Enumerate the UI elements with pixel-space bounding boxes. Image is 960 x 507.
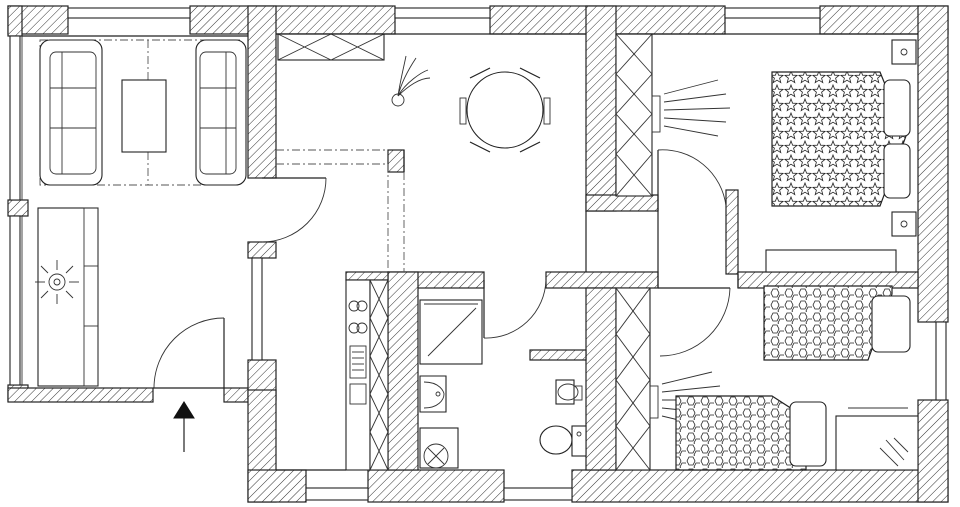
coffee-table: [121, 79, 167, 153]
potted-plant: [391, 55, 431, 107]
tv-cabinet: [37, 207, 99, 387]
wall-bottom-living-right: [223, 387, 251, 403]
shower: [419, 299, 483, 365]
wardrobe-small: [615, 287, 651, 471]
doors: [153, 149, 731, 389]
wall-right-upper: [917, 5, 949, 323]
wall-bottom-2: [367, 469, 505, 503]
wall-living-hall-upper: [247, 5, 277, 179]
wall-bottom-1: [247, 469, 307, 503]
double-bed: [771, 71, 911, 207]
nightstand: [891, 39, 917, 237]
kitchen-tall-cabinet: [369, 279, 389, 471]
wall-living-hall-mid: [247, 241, 277, 259]
washbasin: [419, 375, 447, 413]
wall-right-lower: [917, 399, 949, 503]
entrance-arrow: [173, 401, 195, 452]
living-door-swing: [261, 177, 327, 243]
desk: [835, 407, 919, 471]
wall-left-top: [7, 5, 23, 37]
ceiling-lines: [39, 39, 405, 272]
window-bottom-bath: [503, 487, 573, 501]
room-outlines: [22, 33, 918, 471]
windows: [9, 7, 947, 501]
bidet: [555, 379, 583, 405]
kitchen-sink: [349, 345, 367, 379]
hall-cabinet: [277, 33, 385, 61]
bathroom: [419, 299, 587, 469]
bedroom2-door-swing: [659, 287, 731, 357]
childrens-bedroom: [615, 285, 919, 471]
wall-top-mid: [189, 5, 396, 35]
ceiling-lamp-bedroom: [651, 79, 731, 137]
wall-kitchen-bath: [387, 271, 419, 471]
window-left-lower: [9, 215, 21, 386]
wall-bottom-3: [571, 469, 949, 503]
window-top-dining: [394, 7, 491, 19]
kitchen: [345, 279, 389, 471]
window-bottom-kitchen: [305, 487, 369, 501]
ceiling-lamp: [35, 260, 79, 304]
walls: [7, 5, 949, 503]
window-left-upper: [9, 35, 21, 201]
toilet: [539, 425, 587, 457]
wall-bath-bedroom: [585, 287, 617, 471]
stove: [348, 300, 368, 334]
bedroom-dresser: [765, 249, 897, 273]
single-bed-top: [763, 285, 911, 361]
wall-bedroom-door-jamb: [725, 189, 739, 275]
wall-bedroom-bottom-left: [585, 194, 659, 212]
sofa-left: [39, 39, 103, 186]
sofa-right: [195, 39, 247, 186]
bath-door-swing: [483, 279, 547, 339]
dining-area: [277, 33, 551, 153]
window-top-living: [67, 7, 191, 19]
wall-bottom-living: [7, 387, 154, 403]
wall-bath-partition: [529, 349, 587, 361]
kitchen-appliance: [349, 383, 367, 405]
washing-machine: [419, 427, 459, 469]
wall-bedroom-left: [585, 5, 617, 212]
bedroom1-door-swing: [657, 149, 727, 207]
wall-stub: [387, 149, 405, 173]
wardrobe: [615, 33, 653, 197]
single-bed-bottom: [675, 395, 827, 471]
window-right-bedroom: [935, 321, 947, 401]
round-dining-table: [459, 67, 551, 153]
wall-bath-top-right: [545, 271, 659, 289]
window-top-bedroom: [724, 7, 821, 19]
wall-kitchen-top: [345, 271, 389, 281]
living-room: [35, 39, 247, 387]
window-hall-inner: [251, 257, 263, 361]
master-bedroom: [615, 33, 917, 273]
entrance-door-swing: [153, 317, 225, 389]
wall-left-mid: [7, 199, 29, 217]
